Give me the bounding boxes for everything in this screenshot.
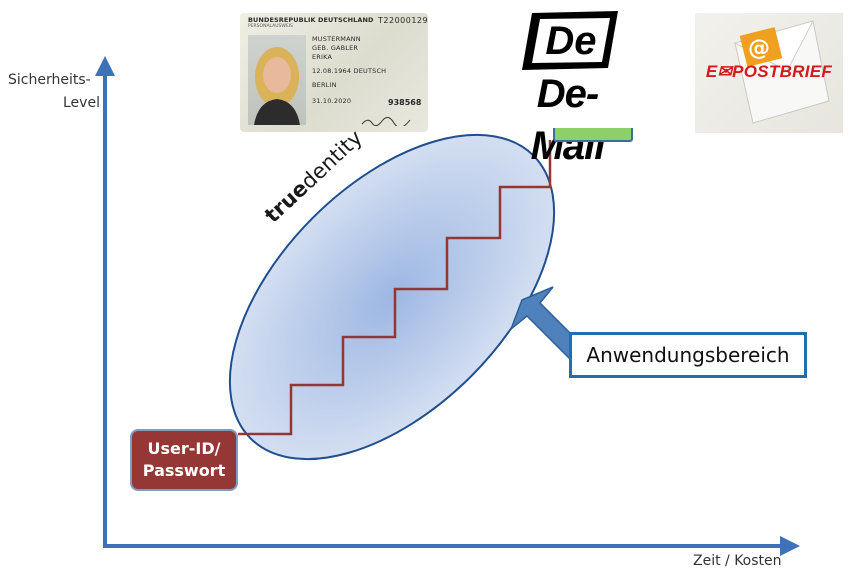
id-card-line: 31.10.2020	[312, 97, 352, 105]
userid-password-box: User-ID/ Passwort	[130, 429, 238, 491]
id-card-header: BUNDESREPUBLIK DEUTSCHLAND	[248, 16, 374, 24]
e-postbrief-label: E✉POSTBRIEF	[705, 62, 833, 81]
e-postbrief-image: @	[695, 13, 843, 133]
portrait-photo	[248, 35, 306, 125]
userid-line2: Passwort	[142, 461, 226, 480]
de-mail-label: De-Mail	[530, 72, 606, 168]
id-card-line: 12.08.1964 DEUTSCH	[312, 67, 387, 75]
id-card-card-number: 938568	[388, 98, 422, 107]
application-ellipse	[228, 133, 556, 461]
id-card-subheader: PERSONALAUSWEIS	[248, 24, 293, 29]
userid-line1: User-ID/	[147, 439, 221, 458]
id-card-number: T22000129	[378, 16, 428, 25]
id-card-line: BERLIN	[312, 81, 337, 89]
anwendungsbereich-box: Anwendungsbereich	[569, 332, 807, 378]
id-card-line: MUSTERMANN	[312, 35, 361, 43]
envelope-icon: @	[733, 20, 830, 124]
y-axis-label-line1: Sicherheits-	[8, 72, 91, 88]
staircase-line	[238, 140, 552, 436]
id-card-image: BUNDESREPUBLIK DEUTSCHLAND PERSONALAUSWE…	[240, 13, 428, 132]
green-box-edge	[553, 128, 633, 142]
x-axis-label: Zeit / Kosten	[693, 553, 782, 569]
svg-text:@: @	[748, 36, 770, 61]
de-logo-icon: De	[522, 11, 618, 70]
signature-icon	[361, 117, 411, 126]
y-axis-label-line2: Level	[63, 95, 100, 111]
y-axis-arrow	[95, 56, 115, 76]
id-card-line: GEB. GABLER	[312, 44, 359, 52]
id-card-line: ERIKA	[312, 53, 333, 61]
de-mail-logo: De	[500, 8, 635, 130]
x-axis-arrow	[780, 536, 800, 556]
svg-text:De: De	[545, 19, 596, 63]
